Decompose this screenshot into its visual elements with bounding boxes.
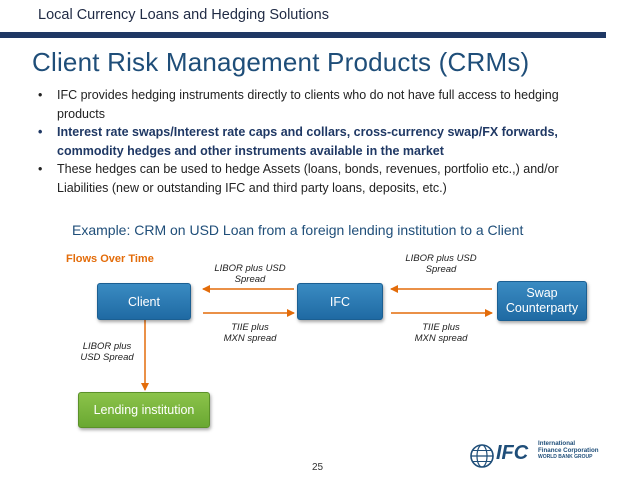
swap-counterparty-box: Swap Counterparty [497,281,587,321]
header-rule [0,32,606,38]
slide-title: Client Risk Management Products (CRMs) [32,47,530,77]
lending-institution-box: Lending institution [78,392,210,428]
bullet-item: •Interest rate swaps/Interest rate caps … [38,125,558,158]
ifc-box: IFC [297,283,383,320]
ifc-logo: IFC International Finance Corporation WO… [470,440,610,472]
flow-label: LIBOR plus USD Spread [80,341,134,363]
bullet-list: •IFC provides hedging instruments direct… [24,86,604,197]
bullet-item: •IFC provides hedging instruments direct… [38,88,559,121]
flow-label: TIIE plus MXN spread [223,322,277,344]
flow-label: TIIE plus MXN spread [414,322,468,344]
page-number: 25 [312,462,324,473]
bullet-icon: • [38,162,43,176]
globe-icon [470,444,494,468]
bullet-item: •These hedges can be used to hedge Asset… [38,162,559,195]
flow-label: LIBOR plus USD Spread [405,253,477,275]
example-heading: Example: CRM on USD Loan from a foreign … [72,222,524,238]
section-title: Local Currency Loans and Hedging Solutio… [38,7,329,23]
flow-label: LIBOR plus USD Spread [214,263,286,285]
client-box: Client [97,283,191,320]
bullet-icon: • [38,88,43,102]
bullet-icon: • [38,125,43,139]
flows-label: Flows Over Time [66,253,154,265]
